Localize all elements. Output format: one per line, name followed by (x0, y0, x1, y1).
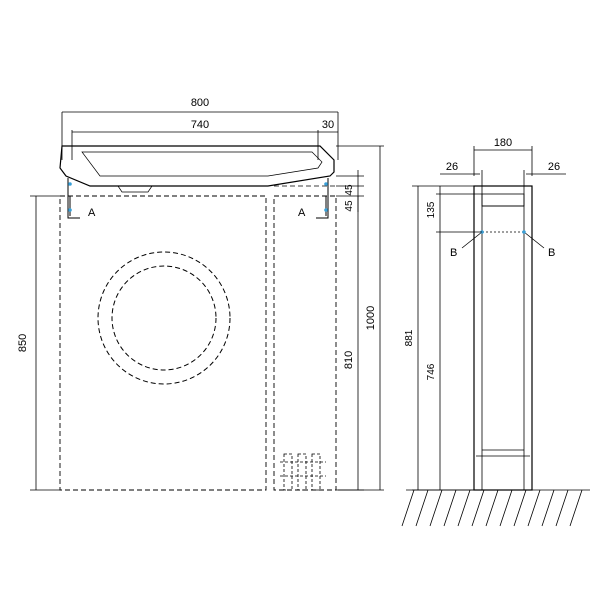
basin-top (59, 145, 335, 187)
basin-inner-line (81, 151, 323, 177)
marker-dot (68, 182, 72, 186)
dim-810-label: 810 (343, 351, 355, 369)
marker-b-right: B (548, 247, 555, 259)
dim-45-a-label: 45 (344, 184, 355, 196)
front-view (30, 111, 384, 491)
dim-45-b-label: 45 (344, 200, 355, 212)
dim-135-label: 135 (426, 201, 437, 218)
dim-850-label: 850 (17, 334, 29, 352)
dim-800-label: 800 (191, 97, 209, 109)
dim-740 (71, 130, 338, 160)
side-view (401, 146, 590, 527)
bracket-left (67, 178, 80, 219)
dim-740-label: 740 (191, 119, 209, 131)
dim-180-label: 180 (494, 137, 512, 149)
marker-dot (324, 182, 328, 186)
dim-30-label: 30 (322, 119, 334, 131)
marker-dot (522, 230, 526, 234)
marker-a-left: A (88, 207, 96, 219)
dim-1000-label: 1000 (365, 306, 377, 330)
dim-810 (336, 195, 364, 491)
dim-26 (440, 170, 566, 186)
dim-850 (30, 195, 60, 491)
drum-outer (97, 251, 231, 385)
dim-45 (336, 170, 364, 212)
dim-26-right-label: 26 (548, 161, 560, 173)
bracket-right (316, 178, 329, 219)
dim-746-label: 746 (426, 363, 437, 380)
marker-a-right: A (298, 207, 306, 219)
cabinet-column (273, 195, 337, 491)
dim-26-left-label: 26 (446, 161, 458, 173)
siphon (280, 453, 326, 491)
dim-1000 (336, 145, 384, 491)
dim-180 (473, 146, 533, 176)
marker-dot (324, 208, 328, 212)
marker-b-left: B (450, 247, 457, 259)
washing-machine-outline (59, 195, 267, 491)
floor-hatch (401, 489, 590, 527)
dim-881-label: 881 (404, 329, 415, 346)
drum-inner (111, 265, 217, 371)
dim-135 (436, 186, 482, 233)
marker-dot (68, 208, 72, 212)
